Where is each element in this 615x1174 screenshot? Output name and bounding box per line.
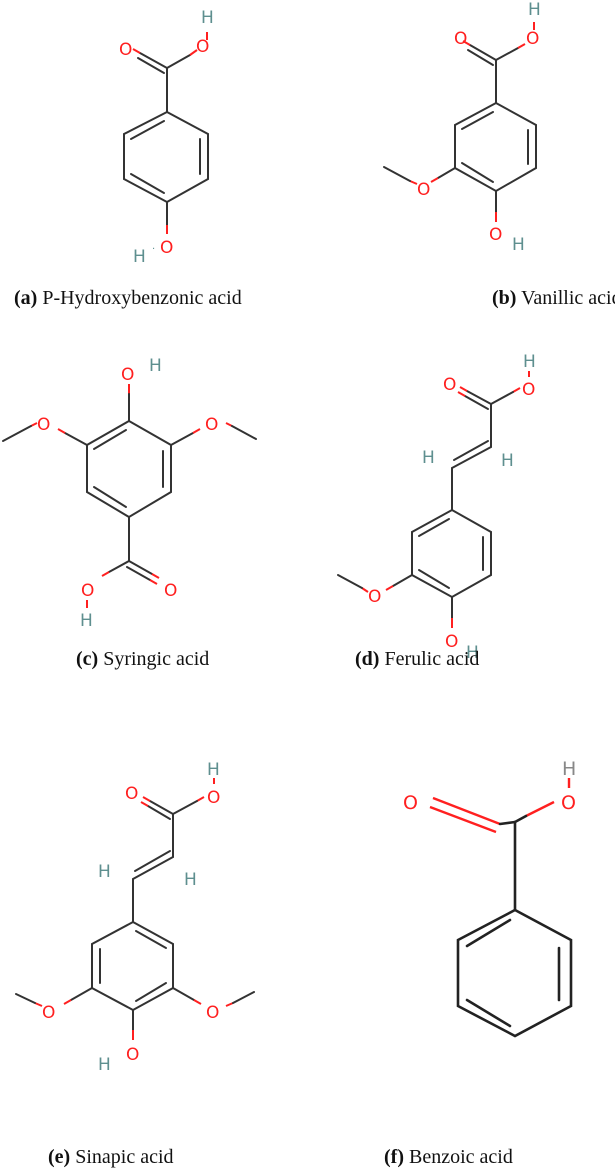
caption-f: (f) Benzoic acid [384, 1146, 513, 1168]
panel-c: O H O O O O H (c) Syringic acid [0, 320, 300, 670]
svg-text:H: H [422, 448, 435, 468]
svg-text:O: O [522, 380, 535, 400]
svg-text:O: O [445, 632, 458, 652]
svg-text:H: H [528, 0, 541, 20]
structure-benzoic-acid: H O O [403, 758, 576, 1038]
svg-text:O: O [126, 1045, 139, 1065]
svg-text:O: O [42, 1003, 55, 1023]
svg-text:H: H [80, 611, 93, 631]
svg-text:O: O [417, 180, 430, 200]
caption-letter: (a) [14, 287, 38, 309]
panel-b: O O H O O H (b) Vanillic acid [300, 0, 615, 320]
svg-text:O: O [205, 415, 218, 435]
svg-text:H: H [184, 870, 197, 890]
svg-text:O: O [81, 581, 94, 601]
caption-c: (c) Syringic acid [76, 648, 210, 670]
svg-text:O: O [454, 29, 467, 49]
panel-a: O O H O H · (a) P-Hydroxybenzonic acid [0, 0, 300, 320]
svg-text:O: O [125, 784, 138, 804]
svg-text:H: H [512, 235, 525, 255]
hydrogen-atom-label: H [201, 8, 214, 28]
caption-d: (d) Ferulic acid [355, 648, 480, 670]
caption-name: P-Hydroxybenzonic acid [42, 287, 242, 309]
svg-text:O: O [403, 792, 418, 814]
svg-text:H: H [98, 1055, 111, 1075]
svg-text:H: H [133, 247, 146, 267]
svg-text:H: H [562, 758, 576, 780]
svg-text:H: H [149, 356, 162, 376]
structure-syringic-acid: O H O O O O H [2, 356, 257, 631]
svg-text:H: H [523, 352, 536, 372]
svg-text:O: O [368, 587, 381, 607]
oxygen-atom-label: O [119, 40, 132, 60]
svg-text:H: H [466, 643, 479, 663]
svg-text:O: O [443, 375, 456, 395]
svg-text:O: O [160, 238, 173, 258]
svg-text:O: O [207, 788, 220, 808]
panel-d: H O O H H O O H (d) Ferulic acid [300, 300, 615, 700]
structure-vanillic-acid: O O H O O H [383, 0, 541, 255]
svg-text:O: O [206, 1003, 219, 1023]
svg-text:O: O [489, 225, 502, 245]
svg-text:O: O [121, 365, 134, 385]
svg-text:O: O [561, 792, 576, 814]
svg-text:·: · [152, 244, 155, 255]
svg-text:H: H [501, 451, 514, 471]
svg-text:O: O [196, 37, 209, 57]
caption-e: (e) Sinapic acid [48, 1146, 174, 1168]
panel-e: H O O H H O O O H [0, 720, 300, 1174]
caption-b: (b) Vanillic acid [492, 287, 615, 309]
svg-text:H: H [207, 760, 220, 780]
svg-text:O: O [37, 415, 50, 435]
structure-p-hydroxybenzoic-acid: O O H O H · [119, 8, 214, 267]
svg-text:O: O [526, 29, 539, 49]
svg-text:O: O [164, 581, 177, 601]
svg-text:H: H [98, 862, 111, 882]
caption-a: (a) P-Hydroxybenzonic acid [14, 287, 242, 310]
structure-sinapic-acid: H O O H H O O O H [15, 760, 255, 1075]
panel-f: H O O (f) Benzoic acid [300, 720, 615, 1174]
structure-ferulic-acid: H O O H H O O H [337, 352, 536, 663]
